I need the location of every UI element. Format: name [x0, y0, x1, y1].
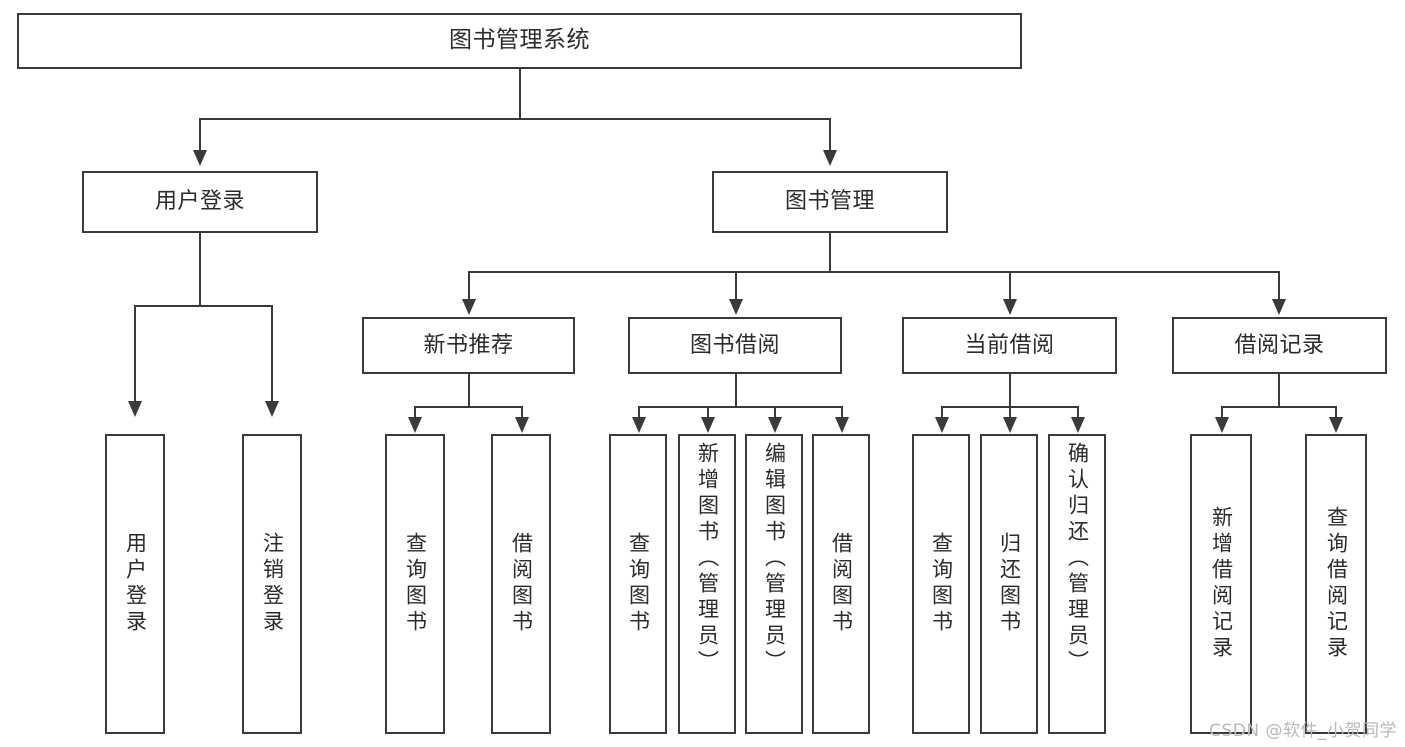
leaf-borrow-add-book-admin[interactable]: 新增图书（管理员）	[678, 434, 736, 734]
arrowhead-borrow-3	[768, 417, 782, 433]
leaf-borrow-borrow-book[interactable]: 借阅图书	[812, 434, 870, 734]
node-label: 注销登录	[260, 532, 285, 636]
node-root-system[interactable]: 图书管理系统	[17, 13, 1022, 69]
node-label: 当前借阅	[964, 332, 1055, 358]
connector-borrow-drop-3	[774, 406, 776, 419]
leaf-borrow-query-book[interactable]: 查询图书	[609, 434, 667, 734]
connector-level2-bus	[199, 118, 831, 120]
arrowhead-level2-1	[193, 150, 207, 166]
connector-borrow-drop-4	[841, 406, 843, 419]
node-borrow-record[interactable]: 借阅记录	[1172, 317, 1387, 374]
leaf-recommend-borrow-book[interactable]: 借阅图书	[491, 434, 551, 734]
arrowhead-level3-3	[1003, 299, 1017, 315]
connector-borrow-bus	[638, 406, 842, 408]
connector-current-drop-2	[1009, 406, 1011, 419]
connector-borrow-drop-1	[638, 406, 640, 419]
connector-current-drop-3	[1077, 406, 1079, 419]
node-label: 图书管理系统	[449, 27, 590, 54]
connector-recommend-bus	[414, 406, 522, 408]
arrowhead-current-2	[1003, 417, 1017, 433]
connector-current-drop-1	[941, 406, 943, 419]
leaf-record-add-record[interactable]: 新增借阅记录	[1190, 434, 1252, 734]
node-label: 借阅图书	[509, 532, 534, 636]
leaf-borrow-edit-book-admin[interactable]: 编辑图书（管理员）	[745, 434, 803, 734]
node-label: 用户登录	[154, 189, 245, 215]
connector-user-login-drop-2	[271, 305, 273, 403]
node-new-book-recommend[interactable]: 新书推荐	[362, 317, 575, 374]
connector-user-login-stem	[199, 233, 201, 305]
connector-user-login-bus	[134, 305, 272, 307]
node-label: 确认归还（管理员）	[1065, 442, 1090, 676]
node-label: 借阅记录	[1234, 332, 1325, 358]
connector-recommend-drop-2	[521, 406, 523, 419]
arrowhead-record-2	[1329, 417, 1343, 433]
node-label: 新书推荐	[423, 332, 514, 358]
node-label: 归还图书	[997, 532, 1022, 636]
connector-record-bus	[1221, 406, 1336, 408]
leaf-user-logout[interactable]: 注销登录	[242, 434, 302, 734]
connector-user-login-drop-1	[134, 305, 136, 403]
connector-record-stem	[1278, 374, 1280, 406]
arrowhead-recommend-2	[515, 417, 529, 433]
node-current-borrow[interactable]: 当前借阅	[902, 317, 1117, 374]
arrowhead-user-login-2	[265, 401, 279, 417]
node-user-login[interactable]: 用户登录	[82, 171, 318, 233]
connector-borrow-drop-2	[707, 406, 709, 419]
leaf-current-confirm-return-admin[interactable]: 确认归还（管理员）	[1048, 434, 1106, 734]
arrowhead-level3-2	[729, 299, 743, 315]
leaf-current-return-book[interactable]: 归还图书	[980, 434, 1038, 734]
connector-level2-drop-2	[829, 118, 831, 152]
node-label: 查询借阅记录	[1324, 506, 1349, 662]
node-label: 新增图书（管理员）	[695, 442, 720, 676]
node-label: 借阅图书	[829, 532, 854, 636]
arrowhead-level3-1	[462, 299, 476, 315]
node-label: 查询图书	[929, 532, 954, 636]
connector-recommend-stem	[468, 374, 470, 406]
node-book-borrow[interactable]: 图书借阅	[628, 317, 842, 374]
connector-level3-bus	[468, 271, 1279, 273]
connector-level3-drop-3	[1009, 271, 1011, 301]
connector-borrow-stem	[735, 374, 737, 406]
connector-book-mgmt-stem	[829, 233, 831, 271]
arrowhead-level2-2	[823, 150, 837, 166]
node-label: 查询图书	[403, 532, 428, 636]
arrowhead-current-3	[1071, 417, 1085, 433]
leaf-current-query-book[interactable]: 查询图书	[912, 434, 970, 734]
arrowhead-level3-4	[1272, 299, 1286, 315]
connector-current-stem	[1009, 374, 1011, 406]
connector-level3-drop-2	[735, 271, 737, 301]
arrowhead-recommend-1	[408, 417, 422, 433]
node-label: 图书借阅	[689, 332, 780, 358]
connector-level3-drop-4	[1278, 271, 1280, 301]
connector-record-drop-1	[1221, 406, 1223, 419]
connector-level2-drop-1	[199, 118, 201, 152]
connector-root-stem	[519, 69, 521, 118]
arrowhead-current-1	[935, 417, 949, 433]
connector-level3-drop-1	[468, 271, 470, 301]
connector-record-drop-2	[1335, 406, 1337, 419]
arrowhead-user-login-1	[128, 401, 142, 417]
node-label: 查询图书	[626, 532, 651, 636]
node-label: 图书管理	[784, 189, 875, 215]
leaf-recommend-query-book[interactable]: 查询图书	[385, 434, 445, 734]
node-label: 编辑图书（管理员）	[762, 442, 787, 676]
arrowhead-record-1	[1215, 417, 1229, 433]
node-label: 用户登录	[123, 532, 148, 636]
leaf-record-query-record[interactable]: 查询借阅记录	[1305, 434, 1367, 734]
node-label: 新增借阅记录	[1209, 506, 1234, 662]
node-book-management[interactable]: 图书管理	[712, 171, 948, 233]
leaf-user-login[interactable]: 用户登录	[105, 434, 165, 734]
arrowhead-borrow-4	[835, 417, 849, 433]
connector-recommend-drop-1	[414, 406, 416, 419]
arrowhead-borrow-2	[701, 417, 715, 433]
arrowhead-borrow-1	[632, 417, 646, 433]
